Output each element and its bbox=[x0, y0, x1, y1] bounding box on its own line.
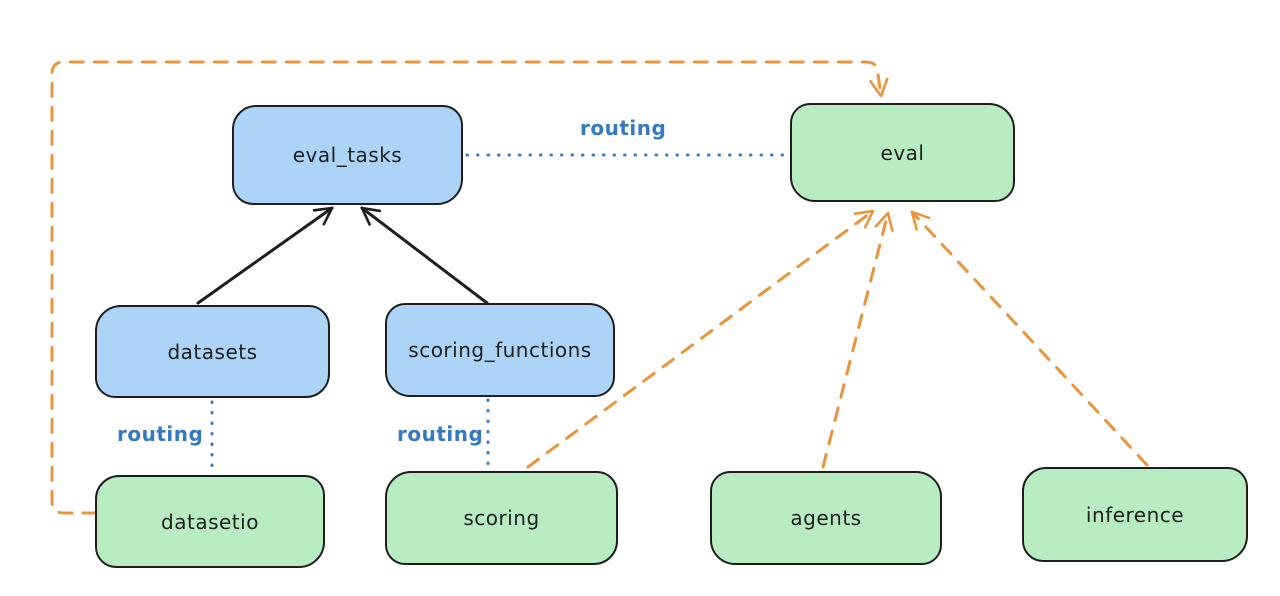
node-datasetio-label: datasetio bbox=[161, 509, 259, 534]
node-eval-tasks: eval_tasks bbox=[232, 105, 463, 205]
node-scoring-label: scoring bbox=[463, 506, 540, 530]
node-inference: inference bbox=[1022, 467, 1248, 562]
node-eval-tasks-label: eval_tasks bbox=[292, 143, 403, 167]
edge-scoring-functions-to-eval-tasks bbox=[360, 206, 489, 305]
node-datasetio: datasetio bbox=[95, 475, 325, 568]
routing-label-eval-tasks-eval: routing bbox=[580, 116, 667, 140]
node-eval-label: eval bbox=[880, 140, 925, 165]
node-inference-label: inference bbox=[1085, 502, 1185, 527]
edge-inference-to-eval bbox=[910, 210, 1149, 467]
node-scoring: scoring bbox=[385, 471, 618, 565]
routing-label-datasets-datasetio: routing bbox=[117, 422, 204, 446]
node-scoring-functions-label: scoring_functions bbox=[408, 338, 592, 362]
edge-agents-to-eval bbox=[821, 211, 894, 469]
routing-label-scoring-functions-scoring: routing bbox=[397, 422, 484, 446]
node-datasets: datasets bbox=[95, 305, 330, 398]
node-eval: eval bbox=[790, 103, 1015, 202]
node-datasets-label: datasets bbox=[167, 339, 258, 364]
node-agents-label: agents bbox=[790, 506, 862, 530]
edge-datasets-to-eval-tasks bbox=[196, 206, 334, 305]
node-scoring-functions: scoring_functions bbox=[385, 303, 615, 397]
node-agents: agents bbox=[710, 471, 942, 565]
